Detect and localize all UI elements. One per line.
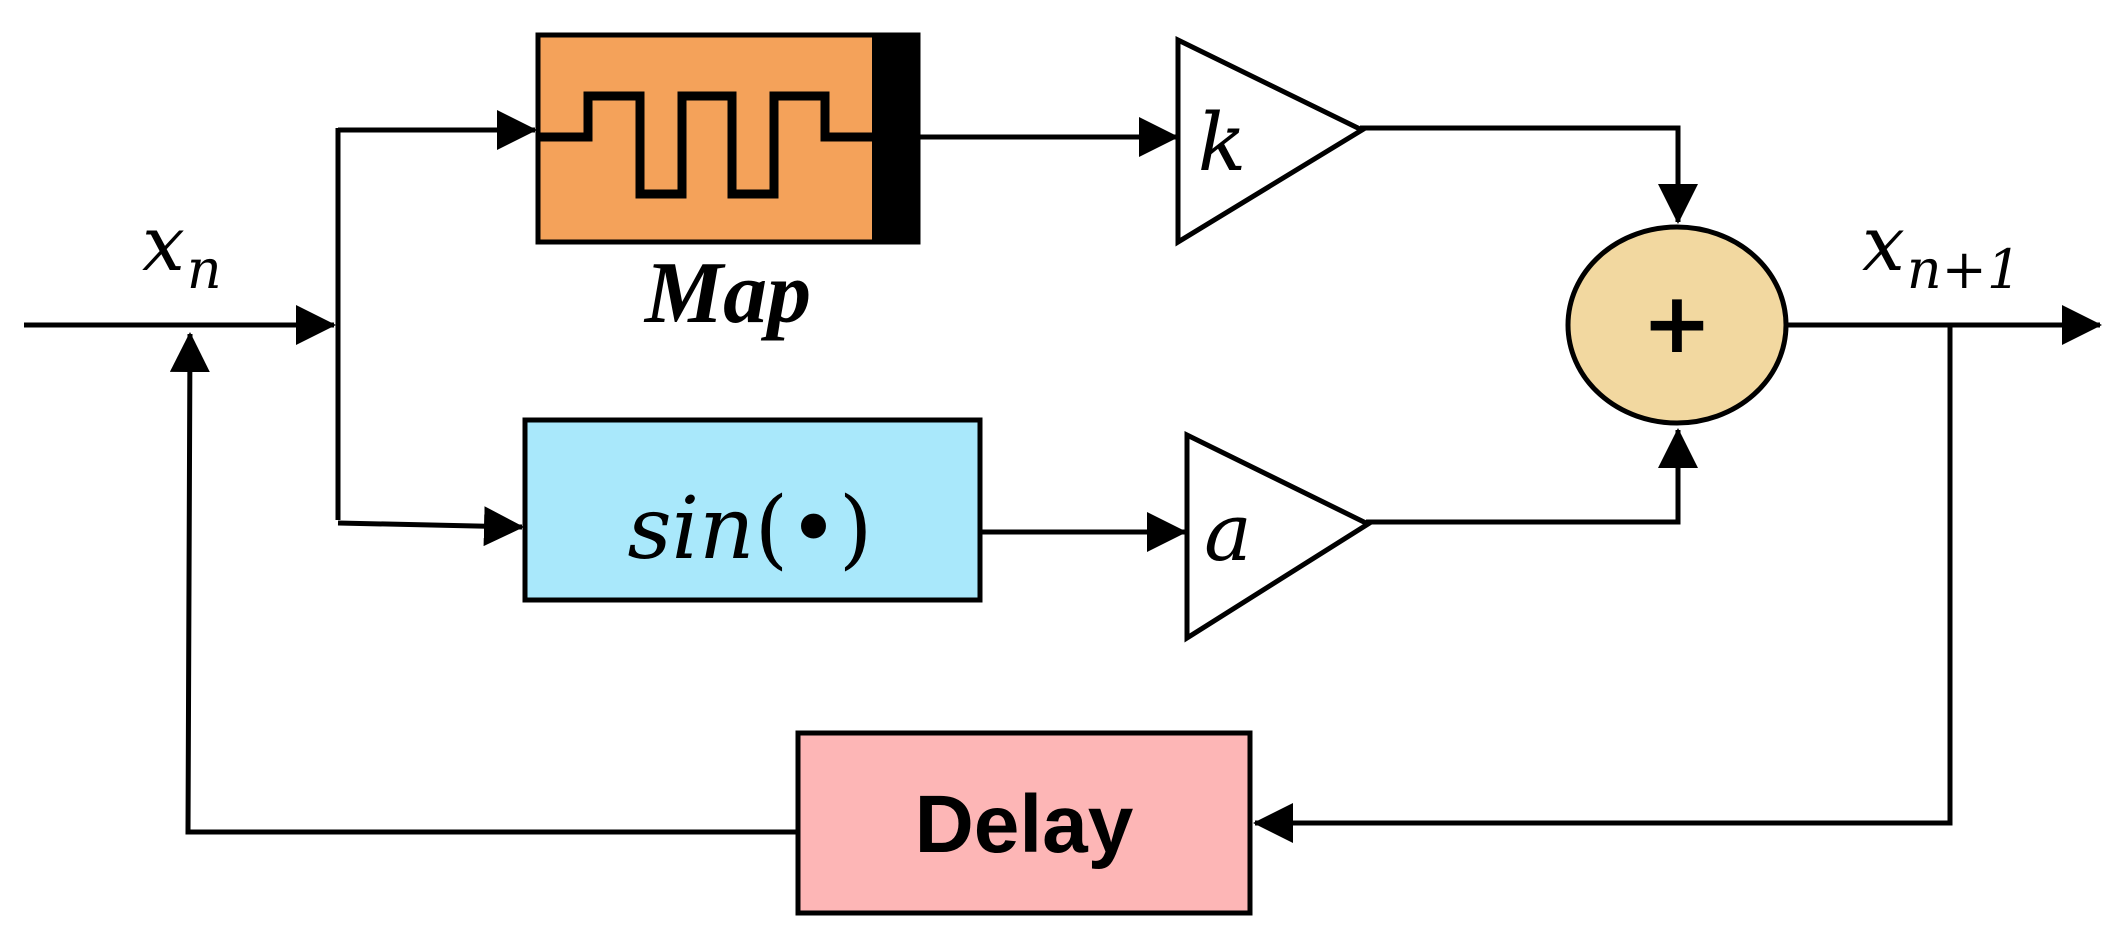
output-signal-subscript: n+1 <box>1907 238 2021 301</box>
sine-block: sin(•) <box>522 417 983 603</box>
gain-a-block: a <box>1184 430 1374 643</box>
map-block-end-bar <box>872 35 918 242</box>
gain-k-triangle <box>1175 35 1368 247</box>
plus-icon: + <box>1642 274 1712 372</box>
sine-block-label: sin(•) <box>628 479 873 579</box>
gain-a-label: a <box>1204 486 1252 579</box>
split-to-sine-wire <box>337 506 524 547</box>
delay-block: Delay <box>795 730 1253 916</box>
feedback-to-delay-wire <box>1252 325 1953 843</box>
output-signal-base: x <box>1862 199 1905 288</box>
sum-node: + <box>1565 224 1789 426</box>
input-signal-subscript: n <box>187 238 222 301</box>
sum-node-circle <box>1565 224 1789 426</box>
square-wave-icon <box>538 91 872 199</box>
delay-to-input-wire <box>169 332 796 835</box>
gain-a-triangle <box>1184 430 1374 643</box>
map-label: Map <box>643 245 811 342</box>
sine-block-body <box>522 417 983 603</box>
sine-close-paren: ) <box>839 479 873 579</box>
gain-k-to-sum-wire <box>1360 125 1698 225</box>
output-signal-label: xn+1 <box>1862 199 2021 301</box>
bullet-icon: • <box>788 479 839 579</box>
delay-block-body <box>795 730 1253 916</box>
gain-a-to-sum-wire <box>1366 427 1698 525</box>
gain-k-label: k <box>1198 96 1246 189</box>
gain-k-block: k <box>1175 35 1368 247</box>
input-signal-base: x <box>142 199 185 288</box>
delay-label: Delay <box>915 779 1134 870</box>
wires <box>24 110 2103 843</box>
sine-open-paren: ( <box>755 479 789 579</box>
map-block <box>535 32 921 245</box>
input-signal-label: xn <box>142 199 222 301</box>
sine-fn-text: sin <box>628 479 755 579</box>
